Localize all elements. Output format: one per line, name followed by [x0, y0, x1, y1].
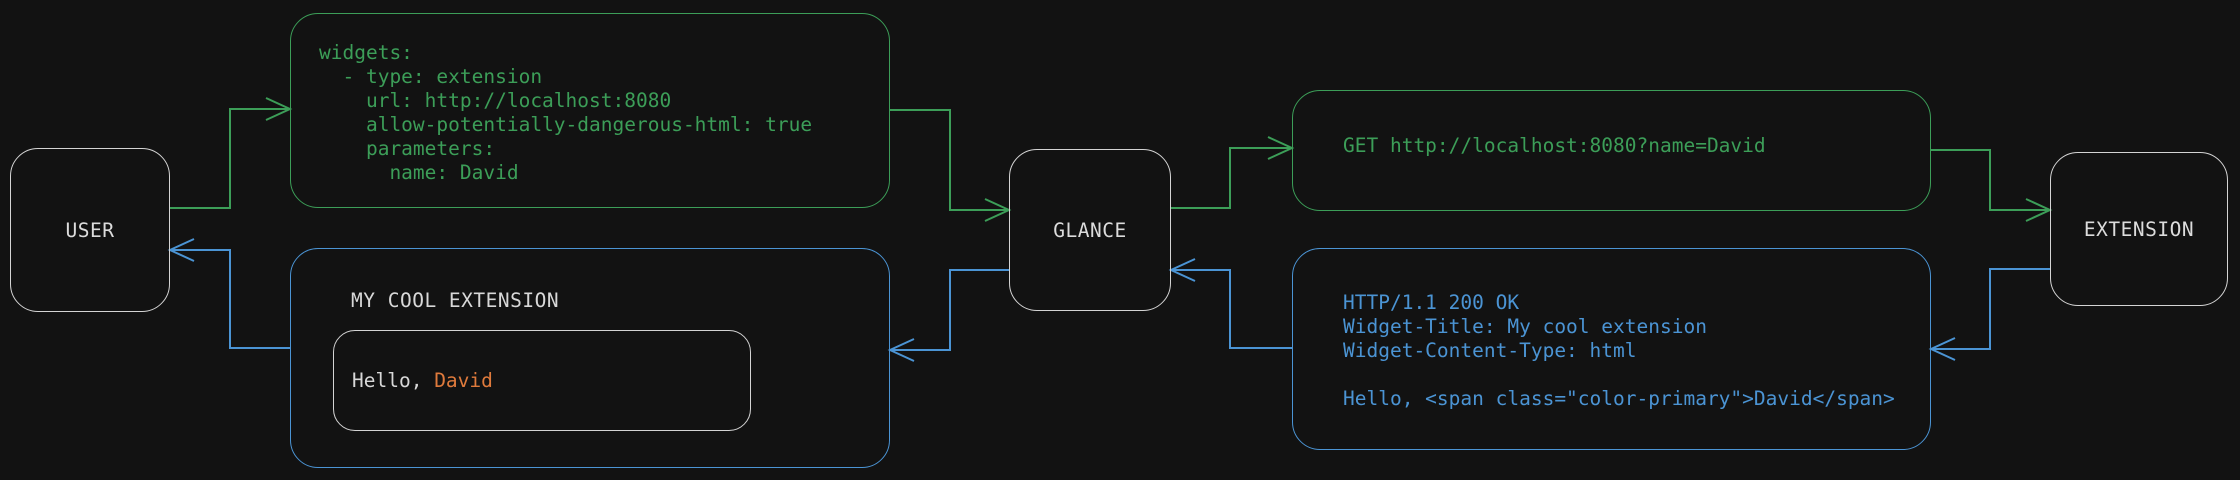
node-user: USER [10, 148, 170, 312]
widget-greeting-frame: Hello, David [333, 330, 751, 431]
edge-request-to-extension [1931, 149, 2053, 222]
widget-title: MY COOL EXTENSION [351, 289, 560, 312]
edge-user-to-config [170, 97, 293, 209]
config-line: url: http://localhost:8080 [319, 89, 672, 112]
rendered-widget-box: MY COOL EXTENSION Hello, David [290, 248, 890, 468]
config-line: - type: extension [319, 65, 543, 88]
greeting-name: David [434, 369, 493, 392]
edge-widget-to-user [167, 238, 290, 349]
node-user-label: USER [65, 218, 115, 242]
http-response-box: HTTP/1.1 200 OK Widget-Title: My cool ex… [1292, 248, 1931, 450]
edge-glance-to-request [1171, 136, 1295, 209]
node-extension: EXTENSION [2050, 152, 2228, 306]
request-line: GET http://localhost:8080?name=David [1343, 134, 1766, 157]
config-yaml-box: widgets: - type: extension url: http://l… [290, 13, 890, 208]
greeting-prefix: Hello, [352, 369, 435, 392]
edge-response-to-glance [1168, 258, 1292, 349]
edge-config-to-glance [890, 109, 1012, 222]
response-line [1343, 363, 1930, 387]
http-request-box: GET http://localhost:8080?name=David [1292, 90, 1931, 211]
response-line: Hello, <span class="color-primary">David… [1343, 387, 1895, 410]
response-line: Widget-Content-Type: html [1343, 339, 1637, 362]
config-line: widgets: [319, 41, 413, 64]
edge-extension-to-response [1928, 268, 2050, 361]
node-extension-label: EXTENSION [2083, 217, 2195, 241]
config-line: allow-potentially-dangerous-html: true [319, 113, 813, 136]
config-line: name: David [319, 161, 519, 184]
node-glance-label: GLANCE [1053, 218, 1127, 242]
response-line: Widget-Title: My cool extension [1343, 315, 1707, 338]
config-line: parameters: [319, 137, 496, 160]
response-line: HTTP/1.1 200 OK [1343, 291, 1520, 314]
node-glance: GLANCE [1009, 149, 1171, 311]
edge-glance-to-widget [887, 269, 1009, 362]
